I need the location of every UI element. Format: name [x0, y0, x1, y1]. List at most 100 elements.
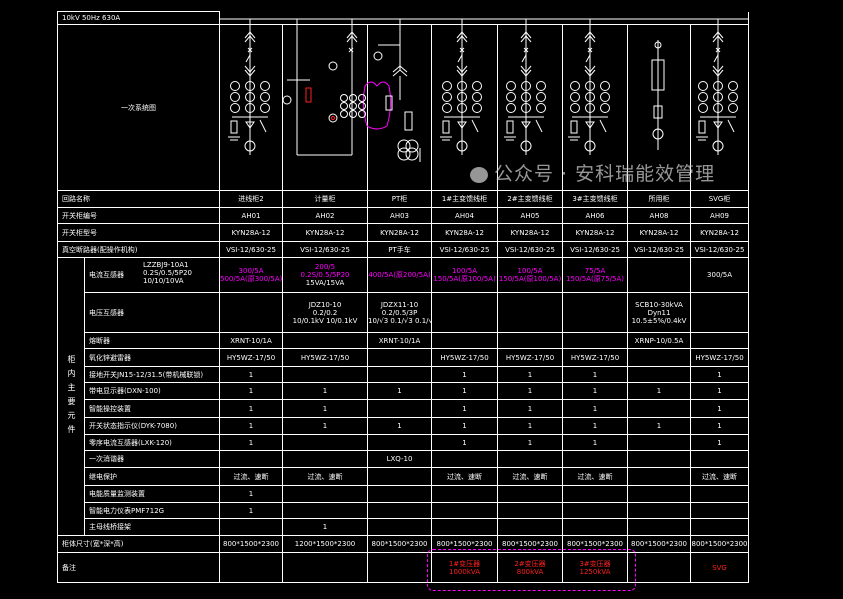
table-cell [431, 518, 499, 536]
cell-line: Dyn11 [647, 308, 671, 317]
wechat-logo-icon [470, 166, 488, 183]
table-cell: HY5WZ-17/50 [431, 348, 499, 367]
table-cell: HY5WZ-17/50 [282, 348, 369, 367]
table-cell [367, 502, 433, 519]
cell-line: SCB10-30kVA [635, 300, 683, 309]
table-cell [431, 292, 499, 333]
table-cell: 800*1500*2300 [562, 535, 629, 553]
table-cell: 过流、速断 [690, 467, 750, 486]
table-cell: HY5WZ-17/50 [219, 348, 284, 367]
cell-line: 400/5A(原200/5A) [368, 271, 431, 279]
row-label-text: 零序电流互感器(LXK-120) [89, 438, 172, 447]
table-cell: 1 [431, 382, 499, 400]
row-label: 柜体尺寸(宽*深*高) [56, 535, 221, 553]
row-label-text: 真空断路器(配操作机构) [62, 245, 138, 254]
cell-line: 10/√3 0.1/√3 0.1/√3 0.1/3 [368, 316, 431, 325]
table-cell: HY5WZ-17/50 [562, 348, 629, 367]
table-cell [690, 332, 750, 349]
table-cell: 过流、速断 [431, 467, 499, 486]
table-cell [497, 332, 564, 349]
table-cell: 1 [497, 382, 564, 400]
table-cell: KYN28A-12 [219, 223, 284, 242]
table-cell [219, 518, 284, 536]
table-cell: KYN28A-12 [431, 223, 499, 242]
table-cell: 1 [219, 485, 284, 503]
table-cell: 1#主变馈线柜 [431, 190, 499, 208]
cell-line: 300/5A [238, 267, 264, 275]
row-label-text: 继电保护 [89, 472, 117, 481]
table-cell [219, 552, 284, 583]
table-cell: KYN28A-12 [690, 223, 750, 242]
row-label: 真空断路器(配操作机构) [56, 241, 221, 258]
table-cell: VSI-12/630-25 [562, 241, 629, 258]
row-label: 电压互感器 [83, 292, 221, 333]
row-label: 熔断器 [83, 332, 221, 349]
row-label: 回路名称 [56, 190, 221, 208]
table-cell: 过流、速断 [219, 467, 284, 486]
table-cell: LXQ-10 [367, 450, 433, 468]
table-cell: KYN28A-12 [282, 223, 369, 242]
table-cell [282, 332, 369, 349]
table-cell: SVG [690, 552, 750, 583]
row-label-text: 一次消谐器 [89, 455, 124, 463]
table-cell: 1 [690, 399, 750, 418]
row-label-text: 电能质量监测装置 [89, 490, 145, 498]
table-cell: 1 [497, 399, 564, 418]
table-cell: AH06 [562, 207, 629, 224]
cell-line: 150/5A(原75/5A) [566, 275, 624, 283]
cell-line: 500/5A(原300/5A) [220, 275, 283, 283]
row-label: 电能质量监测装置 [83, 485, 221, 503]
table-cell: KYN28A-12 [562, 223, 629, 242]
table-cell: 1 [562, 366, 629, 383]
table-cell: AH03 [367, 207, 433, 224]
table-cell [562, 332, 629, 349]
table-cell: 800*1500*2300 [497, 535, 564, 553]
table-cell: 过流、速断 [282, 467, 369, 486]
cell-line: 75/5A [584, 267, 606, 275]
row-label: 主母线桥接架 [83, 518, 221, 536]
table-cell: VSI-12/630-25 [497, 241, 564, 258]
table-cell [690, 518, 750, 536]
table-cell: 1 [431, 417, 499, 435]
table-cell: 1 [562, 382, 629, 400]
cell-line: JDZX11-10 [380, 300, 419, 309]
ct-spec-line: LZZBJ9-10A1 [143, 261, 189, 269]
row-label: 智能操控装置 [83, 399, 221, 418]
table-cell: 800*1500*2300 [219, 535, 284, 553]
row-label-text: 氧化锌避雷器 [89, 353, 131, 362]
table-cell [219, 292, 284, 333]
table-cell: AH08 [627, 207, 692, 224]
table-cell [367, 366, 433, 383]
table-cell: 1 [627, 417, 692, 435]
table-cell [690, 502, 750, 519]
row-label-text: 智能操控装置 [89, 404, 131, 413]
table-cell: 1200*1500*2300 [282, 535, 369, 553]
row-label-text: 柜体尺寸(宽*深*高) [62, 540, 124, 548]
table-cell: 800*1500*2300 [367, 535, 433, 553]
cell-line: 0.2S/0.5/5P20 [300, 271, 350, 279]
table-cell: 1 [690, 434, 750, 451]
table-cell [431, 485, 499, 503]
table-cell: 过流、速断 [562, 467, 629, 486]
table-cell: 1 [219, 399, 284, 418]
table-cell: PT柜 [367, 190, 433, 208]
table-row: 一次消谐器 LXQ-10 [58, 450, 750, 468]
table-cell [627, 257, 692, 293]
table-cell [367, 467, 433, 486]
table-cell: 1 [690, 417, 750, 435]
table-cell: 1 [219, 366, 284, 383]
table-cell: 1 [431, 366, 499, 383]
